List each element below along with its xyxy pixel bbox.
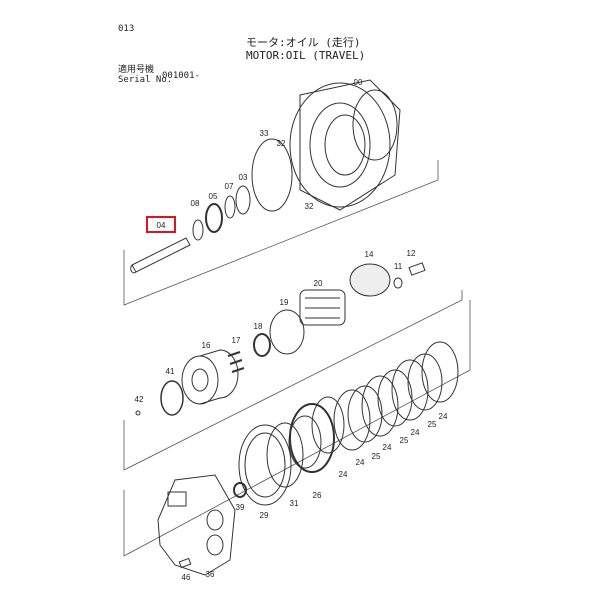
pistons-part-20 <box>299 289 346 326</box>
callout: 32 <box>305 202 314 211</box>
pin-part-12 <box>408 262 426 276</box>
o-ring-part-33 <box>251 138 293 212</box>
callout: 05 <box>209 192 218 201</box>
o-ring-part-31 <box>266 422 304 488</box>
callout: 29 <box>260 511 269 520</box>
valve-plate-part-41 <box>160 380 184 416</box>
callout: 18 <box>254 322 263 331</box>
callout: 41 <box>166 367 175 376</box>
callout: 36 <box>206 570 215 579</box>
callout: 25 <box>400 436 409 445</box>
highlight-box-part-04 <box>146 216 176 233</box>
bearing-part-05 <box>205 203 223 233</box>
callout: 39 <box>236 503 245 512</box>
ring-part-07 <box>224 195 236 219</box>
callout: 42 <box>135 395 144 404</box>
serial-label-english: Serial No. <box>118 75 173 85</box>
hub-housing-part-00 <box>289 79 401 211</box>
plate-part-29 <box>238 424 292 506</box>
bolt-part-46 <box>178 557 192 569</box>
title-english: MOTOR:OIL (TRAVEL) <box>246 49 366 62</box>
callout: 16 <box>202 341 211 350</box>
callout: 20 <box>314 279 323 288</box>
piston-part-26 <box>288 403 335 473</box>
callout: 07 <box>225 182 234 191</box>
callout: 46 <box>182 573 191 582</box>
callout: 24 <box>439 412 448 421</box>
pin-part-11 <box>393 277 403 289</box>
snap-ring-part-08 <box>192 219 204 241</box>
callout: 25 <box>372 452 381 461</box>
retainer-plate-part-19 <box>269 309 305 355</box>
valve-cover-part-36 <box>157 474 236 576</box>
o-ring-part-30 <box>311 396 345 454</box>
shaft-part-04 <box>130 237 191 274</box>
callout: 31 <box>290 499 299 508</box>
cylinder-block-part-16 <box>181 349 239 405</box>
callout: 03 <box>239 173 248 182</box>
seal-part-03 <box>235 185 251 215</box>
callout: 19 <box>280 298 289 307</box>
callout: 12 <box>407 249 416 258</box>
callout: 04 <box>157 221 166 230</box>
spherical-bush-part-18 <box>253 333 271 357</box>
callout: 00 <box>354 78 363 87</box>
serial-value: 001001- <box>162 71 200 81</box>
brake-plates-parts-24-25 <box>333 341 459 451</box>
callout: 25 <box>428 420 437 429</box>
pin-part-42 <box>135 410 141 416</box>
callout: 24 <box>383 443 392 452</box>
callout: 26 <box>313 491 322 500</box>
page-number: 013 <box>118 24 135 34</box>
callout: 24 <box>339 470 348 479</box>
callout: 32 <box>277 139 286 148</box>
callout: 14 <box>365 250 374 259</box>
callout: 33 <box>260 129 269 138</box>
callout: 24 <box>356 458 365 467</box>
bearing-part-39 <box>233 482 247 498</box>
callout: 11 <box>394 262 403 271</box>
serial-label-japanese: 適用号機 <box>118 65 155 75</box>
swash-plate-part-14 <box>349 263 391 297</box>
callout: 17 <box>232 336 241 345</box>
callout: 08 <box>191 199 200 208</box>
part-callouts: 00 33 32 32 03 07 05 08 04 14 11 12 20 1… <box>135 78 448 582</box>
title-japanese: モータ:オイル (走行) <box>246 36 361 49</box>
callout: 24 <box>411 428 420 437</box>
